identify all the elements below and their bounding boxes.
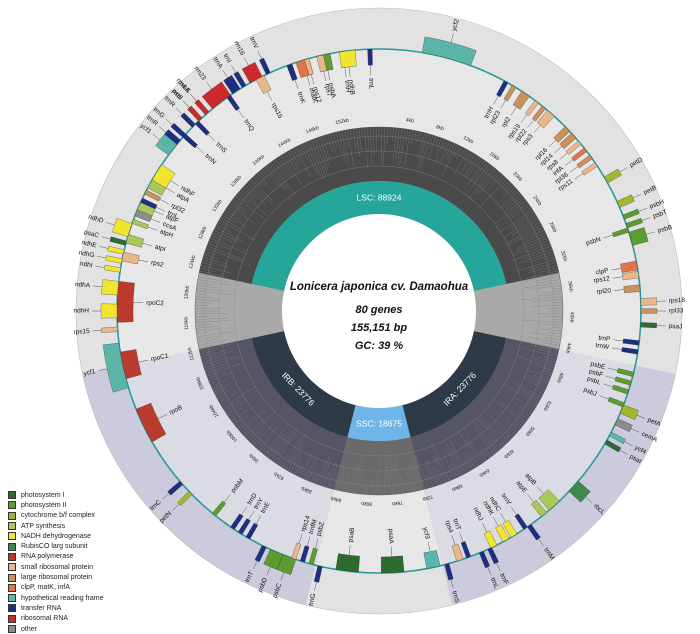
legend-item: RNA polymerase	[8, 552, 104, 562]
legend-label: photosystem II	[21, 502, 67, 509]
legend-label: hypothetical reading frame	[21, 595, 104, 602]
gc-percent: GC: 39 %	[355, 340, 404, 352]
gene-block	[641, 322, 657, 328]
legend-label: photosystem I	[21, 492, 65, 499]
gene-block	[368, 49, 373, 65]
gene-count: 80 genes	[355, 304, 402, 316]
legend-swatch	[8, 594, 16, 602]
legend-label: cytochrome b/f complex	[21, 512, 95, 519]
gene-block	[641, 309, 657, 314]
gene-label: psaA	[387, 529, 395, 545]
legend-label: transfer RNA	[21, 605, 61, 612]
legend-item: NADH dehydrogenase	[8, 531, 104, 541]
gene-label: ndhA	[75, 281, 91, 289]
legend-label: RubisCO larg subunit	[21, 543, 88, 550]
legend-label: ATP synthesis	[21, 523, 65, 530]
gene-block	[624, 285, 641, 293]
legend-label: large ribosomal protein	[21, 574, 92, 581]
ssc-label: SSC: 18675	[356, 418, 402, 428]
legend-item: photosystem I	[8, 490, 104, 500]
legend-swatch	[8, 553, 16, 561]
gene-block	[336, 554, 360, 573]
legend-item: cytochrome b/f complex	[8, 511, 104, 521]
center-info: Lonicera japonica cv. Damaohua 80 genes …	[282, 214, 476, 408]
gene-block	[102, 280, 119, 295]
gene-block	[101, 304, 117, 319]
kb-tick-label: 116kb	[183, 316, 190, 330]
legend-item: other	[8, 624, 104, 634]
legend-label: small ribosomal protein	[21, 564, 93, 571]
gene-label: rps18	[669, 297, 686, 305]
genome-title: Lonicera japonica cv. Damaohua	[290, 281, 469, 293]
gene-block	[641, 298, 657, 306]
gene-label: ndhH	[73, 308, 89, 315]
gene-label: rpl20	[596, 287, 611, 295]
legend-item: large ribosomal protein	[8, 572, 104, 582]
gene-label: rpl33	[669, 308, 684, 315]
gene-label: rpoC2	[146, 300, 164, 308]
legend-swatch	[8, 532, 16, 540]
gene-label: trnP	[598, 335, 611, 343]
legend-label: other	[21, 626, 37, 633]
legend-label: clpP, matK, infA	[21, 584, 70, 591]
legend-swatch	[8, 625, 16, 633]
genome-length: 155,151 bp	[351, 322, 408, 334]
legend-swatch	[8, 604, 16, 612]
lsc-label: LSC: 88924	[357, 192, 402, 202]
legend-swatch	[8, 563, 16, 571]
legend-item: transfer RNA	[8, 603, 104, 613]
legend-swatch	[8, 522, 16, 530]
genome-map: trnHpsbAmatKtrnKrps16trnQpsbKpsbItrnStrn…	[0, 0, 700, 619]
gene-block	[339, 50, 356, 68]
gene-block	[381, 556, 404, 573]
legend-item: clpP, matK, infA	[8, 583, 104, 593]
legend-swatch	[8, 584, 16, 592]
gene-label: psaJ	[668, 323, 682, 331]
legend-item: RubisCO larg subunit	[8, 541, 104, 551]
legend-label: RNA polymerase	[21, 553, 74, 560]
kb-tick-label: 80kb	[361, 500, 372, 507]
legend-item: photosystem II	[8, 500, 104, 510]
legend-item: small ribosomal protein	[8, 562, 104, 572]
legend-item: hypothetical reading frame	[8, 593, 104, 603]
kb-tick-label: 76kb	[392, 499, 404, 506]
legend-swatch	[8, 491, 16, 499]
gene-label: rps15	[73, 328, 90, 336]
gene-label: trnL	[367, 78, 374, 90]
legend-label: NADH dehydrogenase	[21, 533, 91, 540]
legend-swatch	[8, 543, 16, 551]
gene-block	[117, 281, 135, 322]
legend-swatch	[8, 512, 16, 520]
legend: photosystem I photosystem II cytochrome b/…	[8, 490, 104, 634]
legend-swatch	[8, 574, 16, 582]
legend-swatch	[8, 501, 16, 509]
legend-item: ATP synthesis	[8, 521, 104, 531]
kb-tick-label: 40kb	[568, 312, 574, 323]
